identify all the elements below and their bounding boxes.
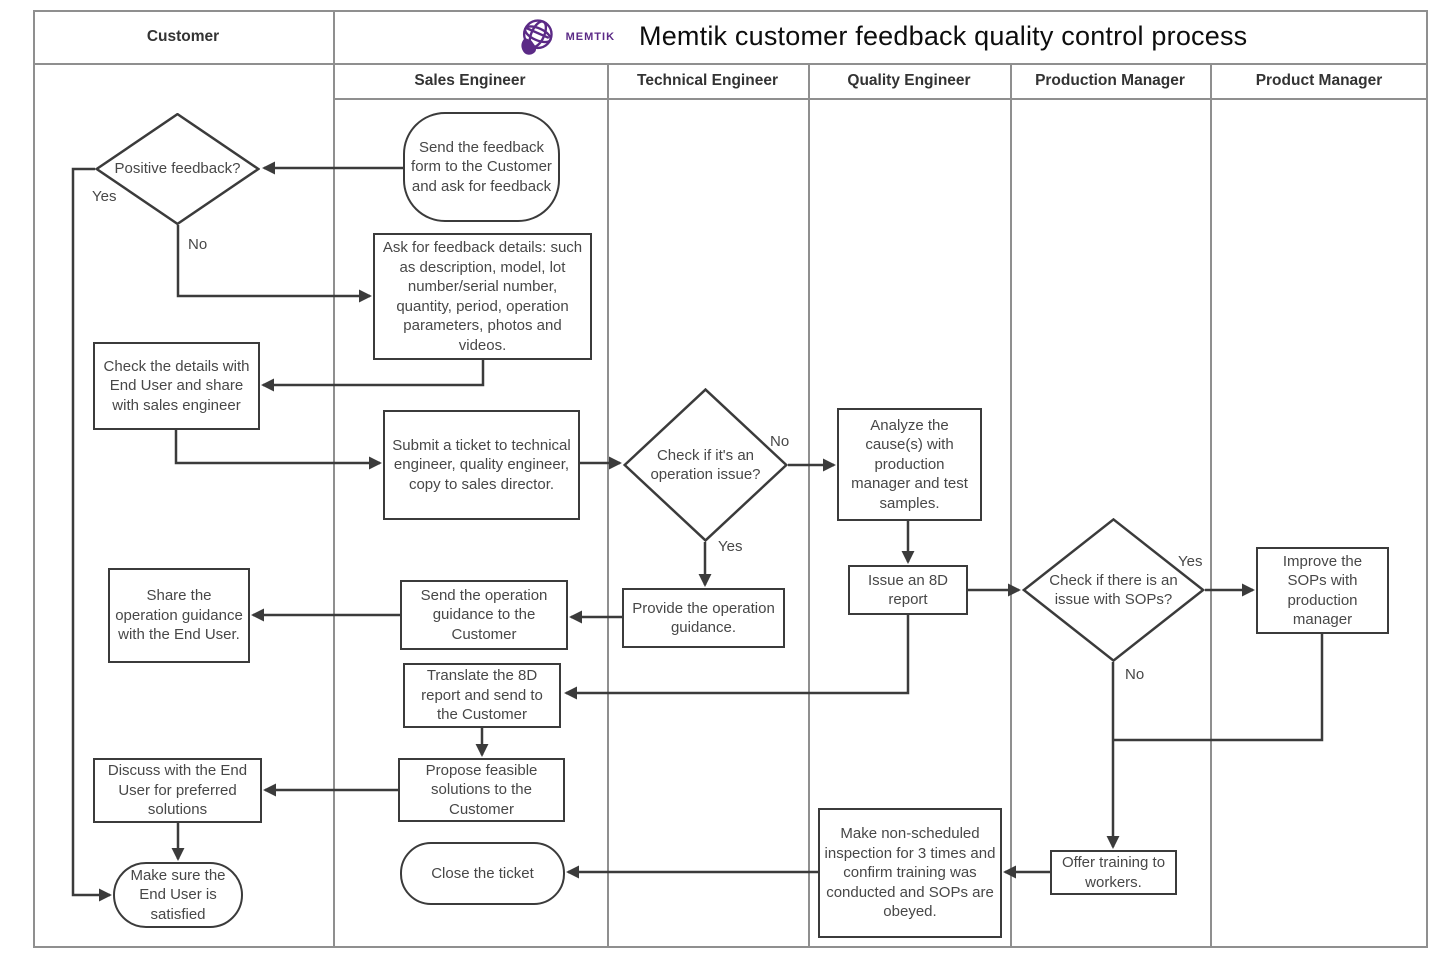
title-bar: MEMTIK Memtik customer feedback quality … bbox=[333, 10, 1428, 63]
edge-checkdetails-to-submitticket bbox=[174, 430, 382, 470]
title-row-divider bbox=[33, 63, 1428, 65]
lane-header-customer: Customer bbox=[146, 27, 220, 45]
edge-label-positive-no: No bbox=[188, 236, 208, 253]
process-translate-8d: Translate the 8D report and send to the … bbox=[403, 663, 561, 728]
process-discuss-end-user: Discuss with the End User for preferred … bbox=[93, 758, 262, 823]
process-send-guidance: Send the operation guidance to the Custo… bbox=[400, 580, 568, 650]
logo-swoosh bbox=[521, 37, 536, 55]
process-submit-ticket: Submit a ticket to technical engineer, q… bbox=[383, 410, 580, 520]
process-ask-feedback-details: Ask for feedback details: such as descri… bbox=[373, 233, 592, 360]
edge-improvesops-join bbox=[1114, 634, 1324, 742]
edge-label-operation-no: No bbox=[770, 433, 790, 450]
terminator-close-ticket: Close the ticket bbox=[400, 842, 565, 905]
lane-divider-quality bbox=[1010, 63, 1012, 948]
process-share-guidance: Share the operation guidance with the En… bbox=[108, 568, 250, 663]
process-improve-sops: Improve the SOPs with production manager bbox=[1256, 547, 1389, 634]
edge-8dreport-to-translate bbox=[564, 615, 910, 700]
terminator-send-feedback-form: Send the feedback form to the Customer a… bbox=[403, 112, 560, 222]
process-propose-solutions: Propose feasible solutions to the Custom… bbox=[398, 758, 565, 822]
terminator-make-sure-satisfied: Make sure the End User is satisfied bbox=[113, 862, 243, 928]
process-offer-training: Offer training to workers. bbox=[1050, 850, 1177, 895]
decision-operation-issue: Check if it's an operation issue? bbox=[623, 388, 788, 542]
header-row-divider bbox=[333, 98, 1428, 100]
process-issue-8d-report: Issue an 8D report bbox=[848, 565, 968, 615]
page-title: Memtik customer feedback quality control… bbox=[639, 21, 1248, 51]
lane-header-product-manager: Product Manager bbox=[1255, 71, 1383, 89]
edge-label-sops-no: No bbox=[1125, 666, 1145, 683]
outer-border bbox=[33, 10, 1428, 948]
edge-positive-no-to-askdetails bbox=[176, 225, 372, 303]
process-provide-guidance: Provide the operation guidance. bbox=[622, 588, 785, 648]
edge-label-positive-yes: Yes bbox=[92, 188, 117, 205]
lane-divider-customer bbox=[333, 10, 335, 948]
process-analyze-causes: Analyze the cause(s) with production man… bbox=[837, 408, 982, 521]
memtik-logo-icon bbox=[521, 18, 553, 55]
decision-positive-feedback: Positive feedback? bbox=[95, 113, 260, 225]
process-check-details: Check the details with End User and shar… bbox=[93, 342, 260, 430]
lane-header-technical-engineer: Technical Engineer bbox=[637, 71, 778, 89]
memtik-wordmark: MEMTIK bbox=[565, 30, 616, 43]
process-non-scheduled-inspection: Make non-scheduled inspection for 3 time… bbox=[818, 808, 1002, 938]
edge-askdetails-to-checkdetails bbox=[261, 360, 485, 392]
lane-header-production-manager: Production Manager bbox=[1035, 71, 1185, 89]
decision-sops-issue: Check if there is an issue with SOPs? bbox=[1022, 518, 1205, 662]
lane-divider-technical bbox=[808, 63, 810, 948]
edge-label-sops-yes: Yes bbox=[1178, 553, 1203, 570]
lane-divider-sales bbox=[607, 63, 609, 948]
lane-divider-production bbox=[1210, 63, 1212, 948]
edge-positive-yes-to-satisfied bbox=[71, 167, 112, 902]
edge-label-operation-yes: Yes bbox=[718, 538, 743, 555]
lane-header-sales-engineer: Sales Engineer bbox=[414, 71, 526, 89]
lane-header-quality-engineer: Quality Engineer bbox=[847, 71, 971, 89]
